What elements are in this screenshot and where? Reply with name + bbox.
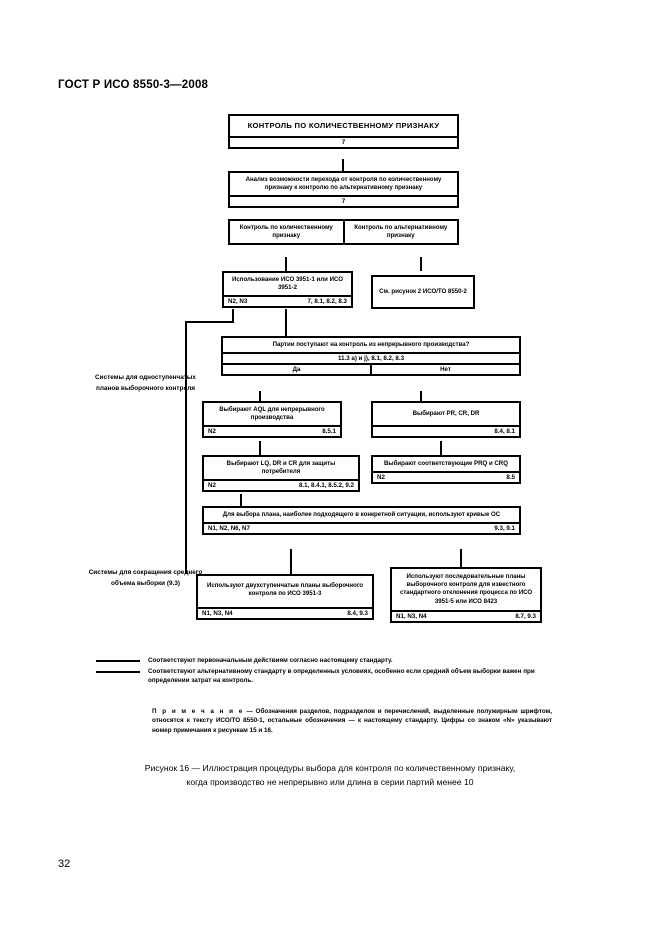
flow-box-iso-text: Использование ИСО 3951-1 или ИСО 3951-2: [232, 276, 343, 292]
flow-box-prcrdr-ref-right: 8.4, 8.1: [494, 428, 515, 436]
flow-box-double-sampling-ref-right: 8.4, 9.3: [347, 610, 368, 618]
flow-box-title-ref: 7: [230, 136, 457, 147]
flow-box-title: КОНТРОЛЬ ПО КОЛИЧЕСТВЕННОМУ ПРИЗНАКУ 7: [228, 114, 459, 150]
flow-box-branch-alternative: Контроль по альтернативному признаку: [342, 221, 458, 244]
flow-box-prcrdr: Выбирают PR, CR, DR 8.4, 8.1: [371, 401, 521, 439]
flow-box-decision-text: Партии поступают на контроль из непрерыв…: [272, 341, 470, 348]
legend-item-text: Соответствуют первоначальным действиям с…: [148, 657, 393, 664]
connector-lq-down: [240, 494, 242, 506]
flow-box-double-sampling-ref: N1, N3, N4 8.4, 9.3: [198, 607, 372, 618]
flow-box-branch-quantitative: Контроль по количественному признаку: [230, 221, 343, 243]
connector-oc-to-double: [290, 549, 292, 574]
flow-box-decision: Партии поступают на контроль из непрерыв…: [221, 336, 521, 377]
flow-box-prq-ref: N2 8.5: [373, 471, 519, 482]
flow-box-aql-ref: N2 8.5.1: [204, 425, 340, 436]
document-header: ГОСТ Р ИСО 8550-3—2008: [58, 79, 209, 91]
flow-box-aql: Выбирают AQL для непрерывного производст…: [202, 401, 342, 439]
flow-box-analysis: Анализ возможности перехода от контроля …: [228, 171, 459, 209]
flow-box-decision-no: Нет: [370, 365, 519, 375]
connector-alternative-down: [420, 257, 422, 271]
flow-box-double-sampling: Используют двухступенчатые планы выбороч…: [196, 574, 374, 621]
flow-box-lq-ref-right: 8.1, 8.4.1, 8.5.2, 9.2: [298, 482, 354, 490]
flow-box-iso-ref: N2, N3 7, 8.1, 8.2, 8.3: [224, 295, 351, 306]
connector-title-to-analysis: [342, 159, 344, 171]
connector-aql-down: [259, 441, 261, 455]
side-label-single-stage: Системы для одноступенчатых планов выбор…: [95, 374, 196, 393]
flow-box-prq: Выбирают соответствующие PRQ и CRQ N2 8.…: [371, 455, 521, 485]
legend-item-text: Соответствуют альтернативному стандарту …: [148, 668, 535, 685]
connector-iso-left-across: [185, 321, 234, 323]
connector-oc-to-sequential: [460, 549, 462, 574]
flow-box-prcrdr-ref: 8.4, 8.1: [373, 425, 519, 436]
flow-box-sequential-ref-right: 8.7, 9.3: [515, 612, 536, 620]
flow-box-branch-quantitative-text: Контроль по количественному признаку: [239, 224, 333, 240]
flow-box-see-figure-text: См. рисунок 2 ИСО/ТО 8550-2: [379, 287, 467, 295]
connector-left-rail: [185, 321, 187, 574]
flow-box-lq-ref: N2 8.1, 8.4.1, 8.5.2, 9.2: [204, 479, 358, 490]
flow-box-double-sampling-text: Используют двухступенчатые планы выбороч…: [206, 582, 364, 598]
figure-caption-line2: когда производство не непрерывно или дли…: [186, 776, 474, 787]
note-label: П р и м е ч а н и е: [152, 708, 244, 715]
side-label-reduced-size: Системы для сокращения среднего объема в…: [88, 569, 203, 588]
connector-iso-left-down: [232, 309, 234, 321]
connector-no-down: [420, 391, 422, 401]
flow-box-sequential-ref: N1, N3, N4 8.7, 9.3: [392, 609, 540, 621]
flow-box-sequential-text: Используют последовательные планы выборо…: [399, 573, 533, 605]
page-number: 32: [58, 858, 71, 870]
flow-box-lq-text: Выбирают LQ, DR и CR для защиты потребит…: [226, 460, 336, 476]
note-text: — Обозначения разделов, подразделов и пе…: [152, 708, 553, 734]
flow-box-see-figure: См. рисунок 2 ИСО/ТО 8550-2: [371, 275, 475, 309]
flow-box-aql-text: Выбирают AQL для непрерывного производст…: [219, 406, 325, 422]
connector-quantitative-down: [285, 257, 287, 271]
flow-box-lq-ref-left: N2: [208, 482, 216, 490]
flow-box-aql-ref-right: 8.5.1: [322, 428, 336, 436]
legend-item: Соответствуют альтернативному стандарту …: [96, 667, 566, 685]
flow-box-oc-ref-left: N1, N2, N6, N7: [208, 525, 250, 533]
flow-box-oc-ref-right: 9.3, 9.1: [494, 525, 515, 533]
flow-box-analysis-text: Анализ возможности перехода от контроля …: [245, 176, 442, 192]
flow-box-prcrdr-text: Выбирают PR, CR, DR: [412, 410, 480, 417]
figure-caption: Рисунок 16 — Иллюстрация процедуры выбор…: [80, 762, 580, 790]
legend-rule-icon: [96, 671, 140, 674]
flow-box-analysis-ref: 7: [230, 195, 457, 206]
flow-box-sequential: Используют последовательные планы выборо…: [390, 567, 542, 623]
flow-box-iso-ref-right: 7, 8.1, 8.2, 8.3: [307, 298, 347, 306]
flow-box-oc-ref: N1, N2, N6, N7 9.3, 9.1: [204, 522, 519, 533]
flow-box-decision-ref-value: 11.3 a) и j), 8.1, 8.2, 8.3: [337, 355, 405, 363]
flow-box-decision-ref: 11.3 a) и j), 8.1, 8.2, 8.3: [223, 352, 519, 363]
flow-box-oc-text: Для выбора плана, наиболее подходящего в…: [222, 511, 501, 518]
connector-iso-to-decision: [285, 309, 287, 336]
flow-box-title-ref-value: 7: [341, 139, 346, 147]
flow-box-lq: Выбирают LQ, DR и CR для защиты потребит…: [202, 455, 360, 493]
flow-box-prq-ref-right: 8.5: [506, 474, 515, 482]
flow-box-prq-ref-left: N2: [377, 474, 385, 482]
flow-box-aql-ref-left: N2: [208, 428, 216, 436]
flow-box-branch-pair: Контроль по количественному признаку Кон…: [228, 219, 459, 246]
flow-box-branch-alternative-text: Контроль по альтернативному признаку: [354, 224, 448, 240]
flow-box-oc: Для выбора плана, наиболее подходящего в…: [202, 506, 521, 536]
figure-caption-line1: Рисунок 16 — Иллюстрация процедуры выбор…: [144, 763, 516, 773]
flow-box-iso: Использование ИСО 3951-1 или ИСО 3951-2 …: [222, 271, 353, 309]
flow-box-title-text: КОНТРОЛЬ ПО КОЛИЧЕСТВЕННОМУ ПРИЗНАКУ: [247, 121, 440, 130]
flow-box-decision-options: Да Нет: [223, 363, 519, 375]
note-block: П р и м е ч а н и е — Обозначения раздел…: [152, 707, 552, 735]
flow-box-analysis-ref-value: 7: [341, 198, 346, 206]
flow-box-double-sampling-ref-left: N1, N3, N4: [202, 610, 233, 618]
legend-item: Соответствуют первоначальным действиям с…: [96, 656, 566, 665]
connector-prcrdr-down: [440, 441, 442, 455]
flow-box-prq-text: Выбирают соответствующие PRQ и CRQ: [384, 460, 508, 467]
flow-box-sequential-ref-left: N1, N3, N4: [396, 612, 427, 620]
flow-box-decision-yes: Да: [292, 366, 301, 374]
connector-yes-down: [259, 391, 261, 401]
legend-rule-icon: [96, 660, 140, 662]
flow-box-iso-ref-left: N2, N3: [228, 298, 248, 306]
legend: Соответствуют первоначальным действиям с…: [96, 656, 566, 687]
